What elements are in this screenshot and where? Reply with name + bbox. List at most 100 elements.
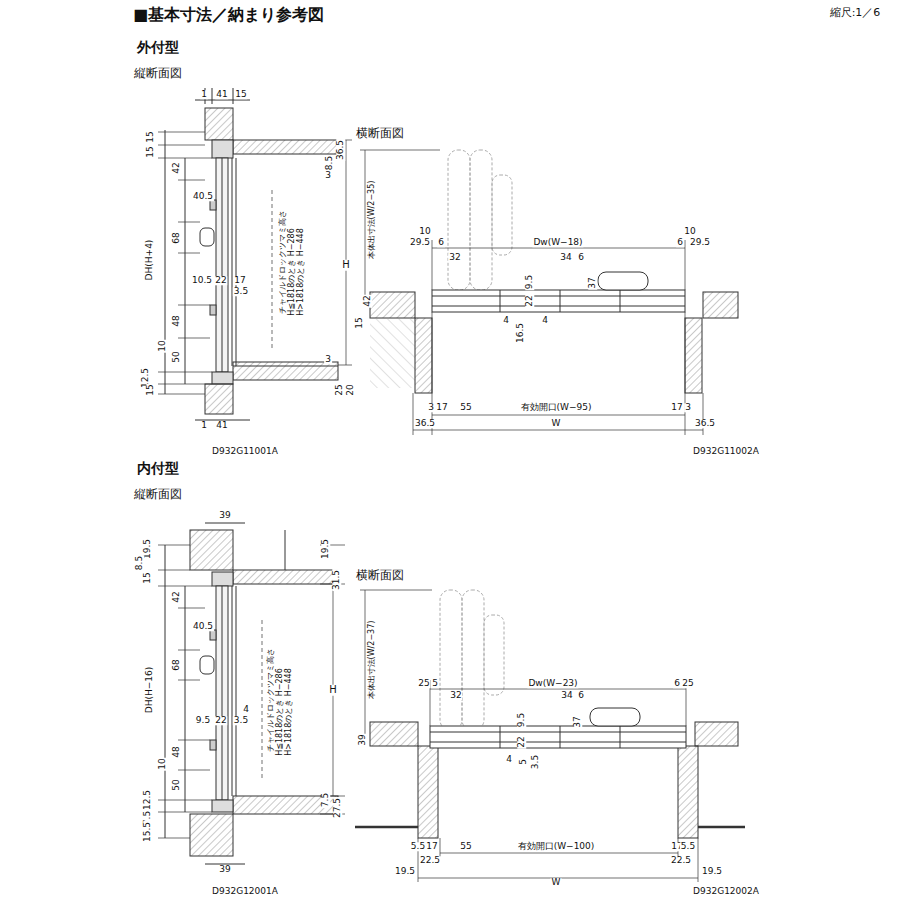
dimension-label: 15 <box>234 90 247 99</box>
dimension-label: 3.5 <box>233 716 249 725</box>
dimension-label: 9.5 <box>195 716 211 725</box>
dimension-label: H≦1818のとき H−286 <box>288 227 296 317</box>
section-heading: 縦断面図 <box>133 67 183 80</box>
dimension-label: 29.5 <box>409 238 431 247</box>
dimension-label: 10 <box>158 757 167 770</box>
dimension-label: 17 <box>425 842 438 851</box>
dimension-label: D932G11002A <box>692 447 760 456</box>
dimension-label: 19.5 <box>394 867 416 876</box>
dimension-label: 15 <box>355 316 364 329</box>
dimension-label: 40.5 <box>192 622 214 631</box>
dimension-label: 6 <box>577 253 585 262</box>
dimension-label: Dw(W−18) <box>532 238 583 247</box>
dimension-label: 15 <box>146 145 155 158</box>
dimension-label: 10 <box>418 227 431 236</box>
dimension-label: 15.5 <box>143 821 152 843</box>
dimension-label: 55 <box>459 403 472 412</box>
section-heading: 外付型 <box>136 40 180 55</box>
dimension-label: 10 <box>158 339 167 352</box>
dimension-label: 5.5 <box>680 842 696 851</box>
dimension-label: チャイルドロックツマミ高さ <box>279 209 287 315</box>
dimension-label: 9.5 <box>517 712 526 728</box>
dimension-label: 48 <box>172 314 181 327</box>
dimension-label: 41 <box>215 90 228 99</box>
dimension-label: 3 <box>684 403 692 412</box>
dimension-label: 40.5 <box>192 192 214 201</box>
dimension-label: DH(H+4) <box>145 239 154 282</box>
dimension-label: 19.5 <box>321 538 330 560</box>
dimension-label: 55 <box>459 842 472 851</box>
dimension-label: 9.5 <box>525 274 534 290</box>
dimension-label: 6 <box>676 238 684 247</box>
dimension-label: 42 <box>172 161 181 174</box>
dimension-label: 4 <box>242 705 250 714</box>
dimension-label: 34 <box>560 691 573 700</box>
dimension-label: D932G12002A <box>692 888 760 897</box>
dimension-label: 27.5 <box>333 797 342 819</box>
dimension-label: 37 <box>573 715 582 728</box>
dimension-label: H≦1818のとき H−286 <box>276 667 284 757</box>
dimension-label: 22 <box>214 716 227 725</box>
dimension-label: 32 <box>448 253 461 262</box>
dimension-label: 19.5 <box>701 867 723 876</box>
dimension-label: 3 <box>324 171 332 180</box>
dimension-label: 3 <box>427 403 435 412</box>
dimension-label: 3.5 <box>531 754 540 770</box>
dimension-label: 31.5 <box>332 569 341 591</box>
section-heading: 縦断面図 <box>133 488 183 501</box>
dimension-label: 5.5 <box>410 842 426 851</box>
dimension-label: 42 <box>172 590 181 603</box>
dimension-label: 34 <box>559 253 572 262</box>
dimension-label: 8.5 <box>325 155 334 171</box>
dimension-label: 39 <box>218 511 231 520</box>
dimension-label: 39 <box>218 865 231 874</box>
dimension-label: 32 <box>449 691 462 700</box>
dimension-label: 15 <box>143 571 152 584</box>
dimension-label: D932G12001A <box>211 888 279 897</box>
dimension-label: 22 <box>214 276 227 285</box>
dimension-label: 22.5 <box>419 856 441 865</box>
dimension-label: 25 <box>417 679 430 688</box>
dimension-label: 6 <box>437 238 445 247</box>
dimension-label: 25 <box>335 383 344 396</box>
dimension-label: 36.5 <box>336 139 345 161</box>
dimension-label: チャイルドロックツマミ高さ <box>267 647 275 753</box>
dimension-label: 50 <box>172 350 181 363</box>
dimension-label: 42 <box>363 294 372 307</box>
dimension-label: 5 <box>519 758 528 766</box>
dimension-label: 6 <box>577 691 585 700</box>
dimension-label: 22 <box>517 735 526 748</box>
dimension-label: Dw(W−23) <box>527 679 578 688</box>
dimension-label: W <box>551 878 562 887</box>
dimension-label: H <box>328 685 338 696</box>
dimension-label: 7.5 <box>321 792 330 808</box>
dimension-label: 16.5 <box>516 322 525 344</box>
section-heading: 横断面図 <box>355 569 405 582</box>
dimension-label: 25 <box>681 679 694 688</box>
dimension-label: H>1818のとき H−448 <box>297 227 305 317</box>
dimension-label: H>1818のとき H−448 <box>285 667 293 757</box>
dimension-label: D932G11001A <box>211 447 279 456</box>
dimension-label: 17 <box>670 403 683 412</box>
dimension-label: 20 <box>346 383 355 396</box>
dimension-label: 5 <box>431 679 439 688</box>
dimension-label: 17 <box>435 403 448 412</box>
dimension-label: 10.5 <box>191 276 213 285</box>
dimension-label: 39 <box>358 733 367 746</box>
dimension-label: 22 <box>525 294 534 307</box>
page-title: ■基本寸法／納まり参考図 <box>133 5 324 26</box>
dimension-label: 17 <box>233 276 246 285</box>
dimension-label: DH(H−16) <box>145 666 154 714</box>
dimension-label: 3 <box>324 355 332 364</box>
dimension-label: 29.5 <box>689 238 711 247</box>
dimension-label: 22.5 <box>670 856 692 865</box>
dimension-label: 有効開口(W−100) <box>517 842 596 851</box>
section-heading: 横断面図 <box>355 127 405 140</box>
dimension-label: 50 <box>172 778 181 791</box>
dimension-label: 41 <box>215 421 228 430</box>
dimension-label: W <box>551 419 562 428</box>
dimension-label: 8.5 <box>135 555 144 571</box>
dimension-label: 本体出寸法(W/2−37) <box>368 620 376 701</box>
